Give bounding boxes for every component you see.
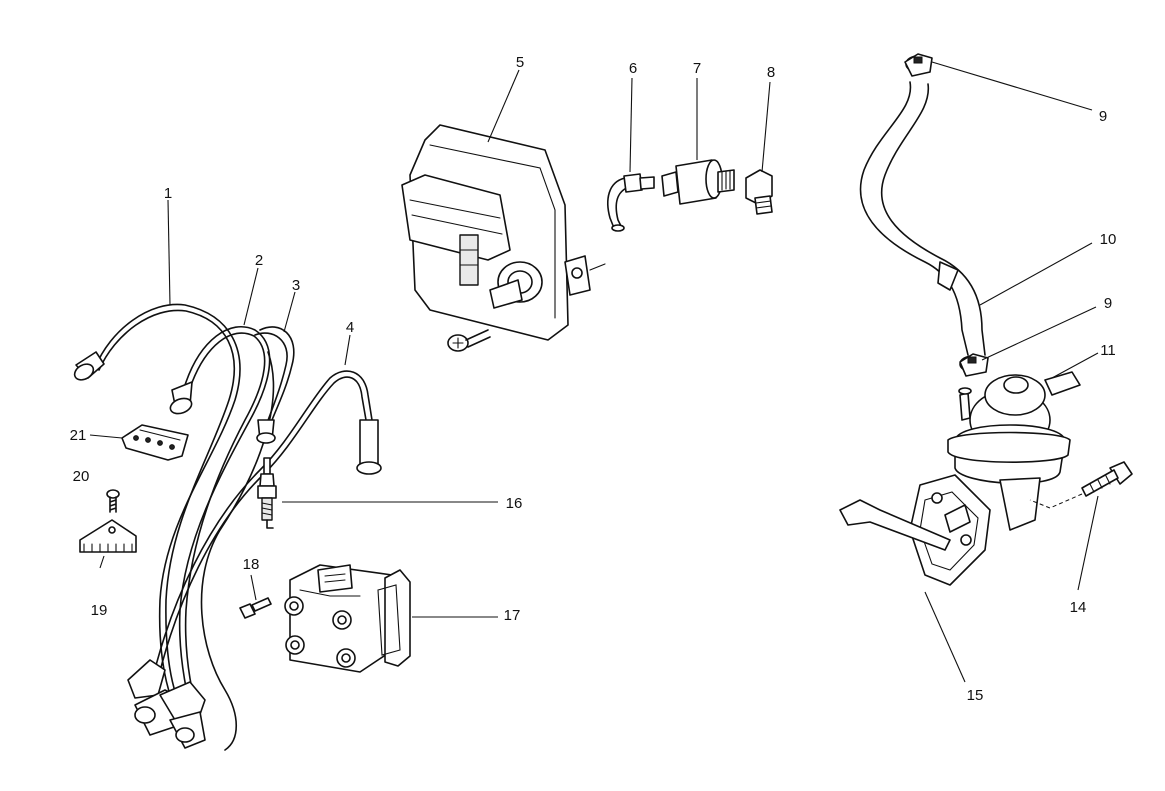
callout-4: 4	[346, 319, 354, 336]
control-unit-5	[401, 124, 606, 352]
callout-16: 16	[506, 495, 523, 512]
angle-fitting-8	[745, 169, 773, 215]
callout-9-bottom: 9	[1104, 295, 1112, 312]
callout-3: 3	[292, 277, 300, 294]
cable-separator-19	[79, 519, 137, 553]
callout-1: 1	[164, 185, 172, 202]
callout-15: 15	[967, 687, 984, 704]
callout-9-top: 9	[1099, 108, 1107, 125]
callout-7: 7	[693, 60, 701, 77]
callout-2: 2	[255, 252, 263, 269]
fitting-pipe-6	[607, 173, 655, 232]
spark-plug-16	[257, 457, 277, 529]
callout-8: 8	[767, 64, 775, 81]
callout-10: 10	[1100, 231, 1117, 248]
fuel-pump-lever-15	[839, 474, 991, 586]
callout-21: 21	[70, 427, 87, 444]
callouts: 1 2 3 4 5 6 7 8 9 10 9 11 14 15 16 17 18…	[70, 54, 1117, 704]
screw-20	[106, 489, 120, 513]
fuel-hose-10	[859, 81, 986, 356]
callout-19: 19	[91, 602, 108, 619]
callout-5: 5	[516, 54, 524, 71]
callout-6: 6	[629, 60, 637, 77]
callout-17: 17	[504, 607, 521, 624]
hose-clip-9-top	[904, 53, 933, 77]
callout-18: 18	[243, 556, 260, 573]
fuel-pump-11	[947, 371, 1081, 531]
bolt-18	[239, 597, 272, 619]
callout-14: 14	[1070, 599, 1087, 616]
callout-20: 20	[73, 468, 90, 485]
pressure-switch-7	[661, 159, 735, 205]
hose-clip-9-bottom	[959, 353, 989, 377]
ignition-coil-17	[284, 564, 411, 673]
screw-14	[1029, 461, 1133, 509]
ignition-cable-set	[73, 303, 382, 751]
callout-11: 11	[1100, 342, 1116, 359]
cable-clip-21	[121, 424, 189, 461]
leader-lines	[89, 61, 1099, 683]
